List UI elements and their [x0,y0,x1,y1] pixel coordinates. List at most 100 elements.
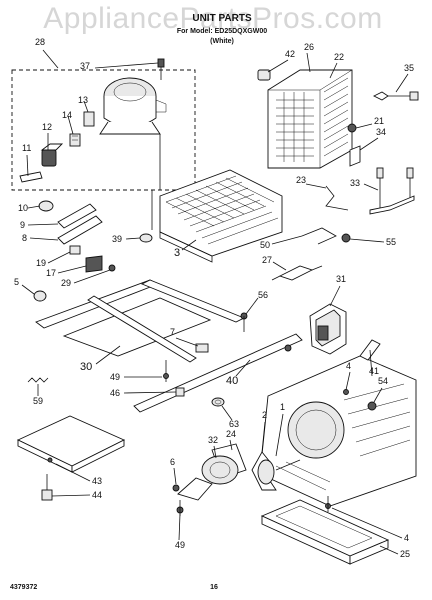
callout-46: 46 [110,388,120,398]
drain-pan-25 [260,499,390,565]
hanger-23 [325,185,349,211]
part-19 [69,245,81,255]
callout-33: 33 [350,178,360,188]
callout-21: 21 [374,116,384,126]
grommet-37 [157,58,165,68]
callout-40: 40 [226,375,238,387]
callout-49b: 49 [175,540,185,550]
callout-27: 27 [262,255,272,265]
callout-17: 17 [46,268,56,278]
fastener-44 [41,474,53,501]
callout-4a: 4 [346,361,351,371]
condenser-coil-3 [159,169,283,263]
screw-4a [343,389,349,395]
fan-motor-32 [201,455,239,485]
compressor-assembly [11,58,196,230]
spring-59 [27,377,49,383]
cover-panel-43 [16,415,126,473]
callout-28: 28 [35,37,45,47]
callout-41: 41 [369,366,379,376]
machine-compartment-base [259,339,417,507]
callout-56: 56 [258,290,268,300]
screw-49a [163,360,169,382]
callout-63: 63 [229,419,239,429]
heater-33 [369,167,415,215]
screw-4b [325,496,331,512]
tube-insulation-group [38,200,103,245]
part-7 [195,343,209,353]
clip-11 [19,171,43,183]
callout-31: 31 [336,274,346,284]
rail-diagonal [87,295,197,363]
rail-top [140,279,246,323]
watermark-text: AppliancePartsPros.com [43,2,382,35]
callout-55: 55 [386,237,396,247]
compressor-base [99,121,161,135]
grommet-54 [367,401,377,411]
doc-number: 4379372 [10,584,37,591]
callout-1: 1 [280,402,285,412]
callout-32: 32 [208,435,218,445]
callout-11: 11 [22,143,31,153]
motor-mount [177,477,213,501]
screw-55 [341,233,351,243]
callout-30: 30 [80,361,92,373]
drier-27 [271,265,323,281]
callout-2: 2 [262,410,267,420]
callout-4b: 4 [404,533,409,543]
model-subtitle: For Model: ED25DQXGW00 [177,28,267,35]
callout-34: 34 [376,127,386,137]
color-subtitle: (White) [210,38,234,45]
screw-21 [347,123,373,133]
callout-7: 7 [170,327,175,337]
grommet-10 [38,200,54,212]
callout-42: 42 [285,49,295,59]
fan-motor-assembly [172,443,301,516]
evaporator-assembly [257,69,353,169]
callout-12: 12 [42,122,52,132]
callout-37: 37 [80,61,90,71]
callout-6: 6 [170,457,175,467]
callout-5: 5 [14,277,19,287]
clip-34 [349,145,361,167]
callout-44: 44 [92,490,102,500]
relay-bracket-group [69,245,116,273]
callout-25: 25 [400,549,410,559]
callout-22: 22 [334,52,344,62]
callout-50: 50 [260,240,270,250]
start-device-12 [41,149,57,167]
evaporator-coil [267,69,353,169]
insulation-9 [57,203,97,229]
part-17 [85,255,103,273]
callout-54: 54 [378,376,388,386]
page-title: UNIT PARTS [192,13,252,24]
grommet-39 [139,233,153,243]
drain-cup-42 [257,69,271,81]
sensor-35 [372,91,419,101]
grommet-63 [211,397,225,407]
callout-23: 23 [296,175,306,185]
callout-3: 3 [174,247,180,259]
page-number: 16 [210,584,218,591]
screw-29 [108,264,116,272]
callout-26: 26 [304,42,314,52]
callout-39: 39 [112,234,122,244]
callout-29: 29 [61,278,71,288]
fan-opening [287,401,345,459]
grommet-5 [33,290,47,302]
part-46 [175,387,185,397]
callout-13: 13 [78,95,88,105]
callout-8: 8 [22,233,27,243]
bracket-31 [309,303,347,355]
callout-35: 35 [404,63,414,73]
screw-6 [172,484,180,492]
callout-10: 10 [18,203,28,213]
insulation-8 [57,215,103,245]
callout-19: 19 [36,258,46,268]
screw-right [284,344,292,352]
callout-59: 59 [33,396,43,406]
callout-9: 9 [20,220,25,230]
callout-24: 24 [226,429,236,439]
callout-49a: 49 [110,372,120,382]
